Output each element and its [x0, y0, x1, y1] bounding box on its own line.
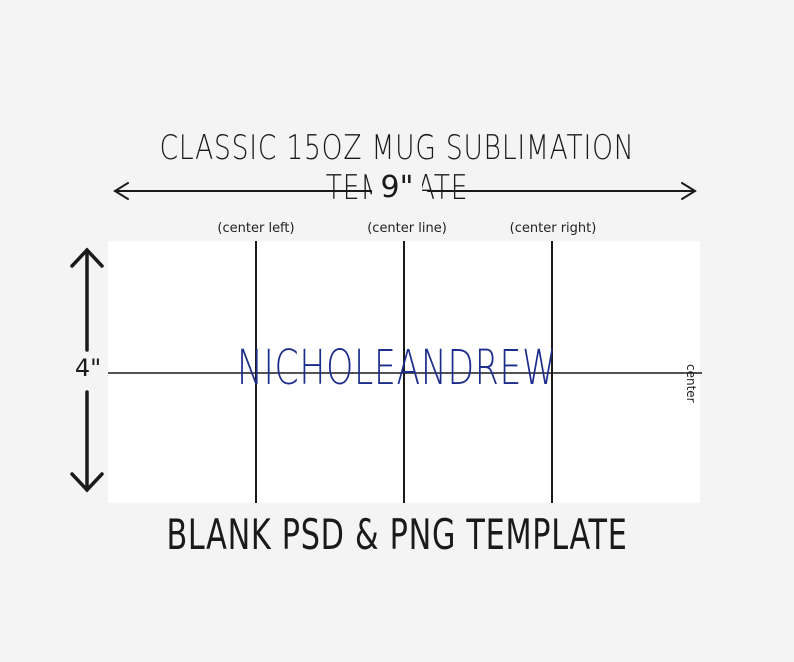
- width-label: 9": [372, 170, 422, 205]
- height-label: 4": [68, 354, 108, 382]
- width-arrow: [113, 182, 697, 200]
- center-line-label: (center line): [367, 221, 447, 236]
- height-arrow: [70, 247, 104, 493]
- footer-title: BLANK PSD & PNG TEMPLATE: [166, 510, 628, 559]
- center-horizontal-label: center: [684, 364, 698, 403]
- center-left-label: (center left): [217, 221, 295, 236]
- center-right-label: (center right): [509, 221, 597, 236]
- watermark: NICHOLEANDREW: [237, 340, 557, 396]
